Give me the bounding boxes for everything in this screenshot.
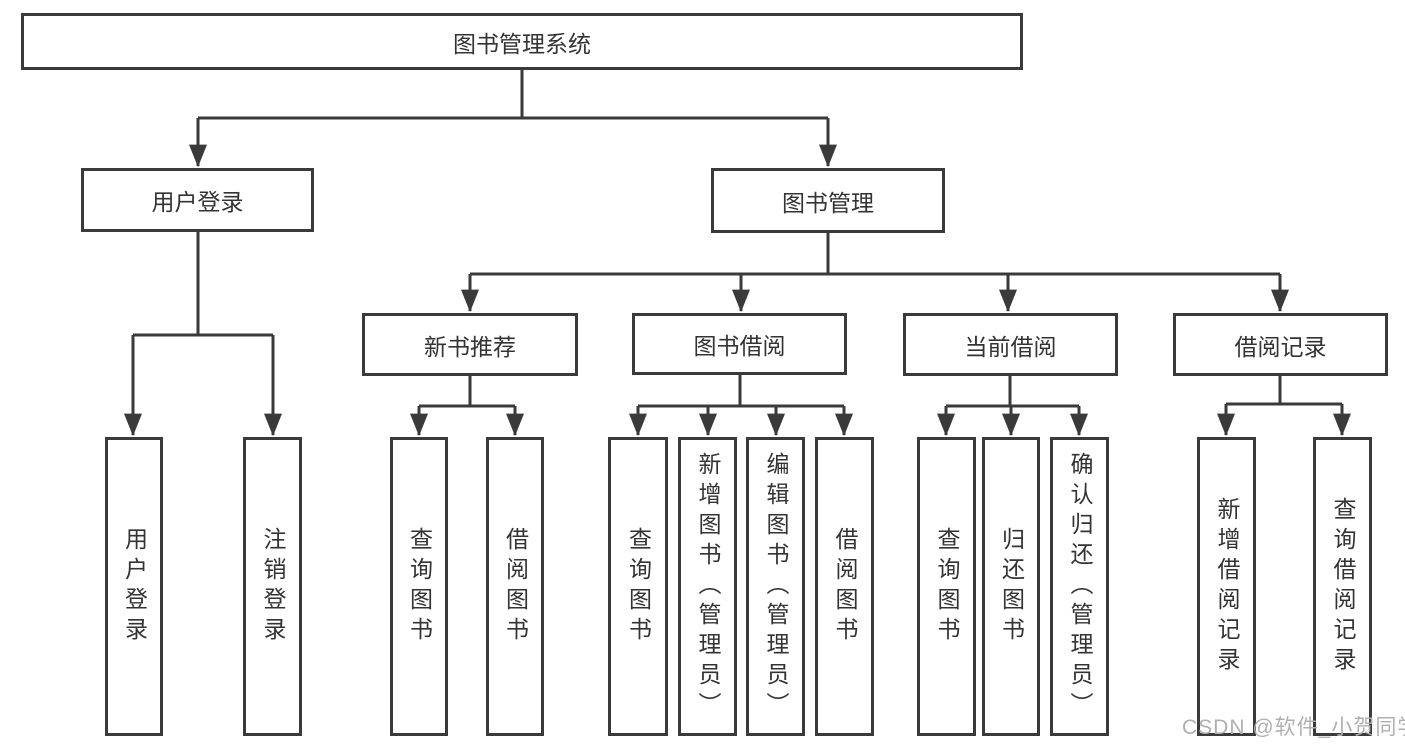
connector-book-mgmt-children <box>461 233 1289 313</box>
node-label: 确认归还（管理员） <box>1067 451 1093 722</box>
node-label: 图书管理系统 <box>453 30 591 57</box>
node-current-borrow: 当前借阅 <box>903 313 1118 376</box>
node-label: 当前借阅 <box>964 333 1057 360</box>
leaf-edit-books-admin: 编辑图书（管理员） <box>746 437 805 736</box>
node-label: 借阅图书 <box>832 526 858 647</box>
leaf-add-books-admin: 新增图书（管理员） <box>678 437 737 736</box>
node-label: 图书管理 <box>782 189 874 216</box>
node-label: 编辑图书（管理员） <box>763 451 789 722</box>
node-label: 用户登录 <box>121 526 148 647</box>
node-label: 用户登录 <box>151 189 244 215</box>
leaf-borrow-books: 借阅图书 <box>815 437 874 736</box>
node-label: 借阅记录 <box>1234 333 1327 360</box>
node-book-management-module: 图书管理 <box>711 168 945 233</box>
node-label: 图书借阅 <box>693 333 786 359</box>
node-label: 注销登录 <box>260 526 286 647</box>
leaf-borrow-books-recommend: 借阅图书 <box>486 437 544 736</box>
leaf-query-books-borrow: 查询图书 <box>608 437 668 736</box>
leaf-query-borrow-record: 查询借阅记录 <box>1313 437 1372 736</box>
node-label: 查询图书 <box>934 526 960 647</box>
node-label: 借阅图书 <box>502 526 529 647</box>
leaf-query-books-recommend: 查询图书 <box>390 437 448 736</box>
leaf-query-books-current: 查询图书 <box>917 437 976 736</box>
connector-borrow-record-children <box>1217 376 1351 437</box>
leaf-add-borrow-record: 新增借阅记录 <box>1197 437 1256 736</box>
node-label: 新增借阅记录 <box>1214 496 1240 677</box>
connector-current-borrow-children <box>937 376 1088 437</box>
connector-new-book-children <box>410 376 524 437</box>
leaf-confirm-return-admin: 确认归还（管理员） <box>1050 437 1109 736</box>
node-borrow-record: 借阅记录 <box>1173 313 1388 376</box>
connector-book-borrow-children <box>629 375 853 437</box>
node-new-book-recommend: 新书推荐 <box>362 313 578 376</box>
node-user-login-module: 用户登录 <box>81 168 314 232</box>
node-label: 查询借阅记录 <box>1330 496 1356 677</box>
csdn-watermark: CSDN @软件_小贺同学 <box>1182 716 1405 739</box>
node-label: 新书推荐 <box>424 333 516 360</box>
connector-user-login-children <box>124 232 282 437</box>
node-label: 查询图书 <box>406 526 433 647</box>
leaf-logout: 注销登录 <box>243 437 302 736</box>
leaf-user-login: 用户登录 <box>105 437 163 736</box>
node-book-borrow: 图书借阅 <box>632 313 847 375</box>
connector-root-to-level2 <box>189 70 837 168</box>
leaf-return-books: 归还图书 <box>982 437 1040 736</box>
node-root-system: 图书管理系统 <box>21 13 1023 70</box>
node-label: 归还图书 <box>998 526 1025 647</box>
node-label: 查询图书 <box>625 526 652 647</box>
node-label: 新增图书（管理员） <box>695 451 721 722</box>
